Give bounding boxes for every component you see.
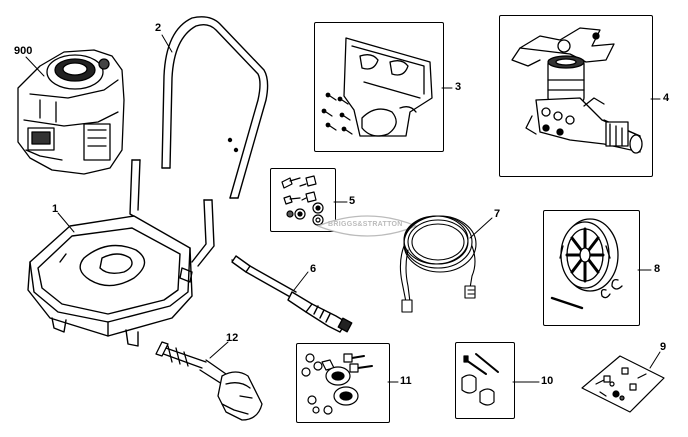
axle-hardware-illustration	[301, 353, 373, 415]
callout-7: 7	[494, 208, 501, 220]
brand-watermark: BRIGGS&STRATTON	[328, 221, 403, 228]
bracket-illustration	[321, 37, 433, 137]
leader-lines	[25, 34, 661, 383]
callout-900: 900	[14, 45, 33, 57]
callout-4: 4	[663, 92, 670, 104]
handle-illustration	[161, 16, 269, 199]
wand-illustration	[231, 255, 353, 333]
hose-illustration	[399, 215, 477, 313]
callout-9: 9	[660, 341, 667, 353]
engine-illustration	[17, 49, 125, 175]
callout-8: 8	[654, 263, 661, 275]
base-frame-illustration	[27, 159, 215, 347]
callout-1: 1	[52, 203, 59, 215]
callout-10: 10	[541, 375, 554, 387]
callout-2: 2	[155, 22, 162, 34]
bolt-kit-illustration	[461, 353, 499, 406]
pump-illustration	[511, 27, 643, 154]
callout-11: 11	[400, 375, 412, 387]
callout-6: 6	[310, 263, 317, 275]
spray-gun-illustration	[155, 341, 263, 421]
callout-3: 3	[455, 81, 462, 93]
wheel-illustration	[550, 218, 623, 310]
brand-watermark-logo	[317, 215, 417, 237]
callout-5: 5	[349, 195, 356, 207]
fastener-pack-illustration	[581, 355, 665, 413]
hardware-kit-illustration	[281, 175, 324, 226]
callout-12: 12	[226, 332, 239, 344]
